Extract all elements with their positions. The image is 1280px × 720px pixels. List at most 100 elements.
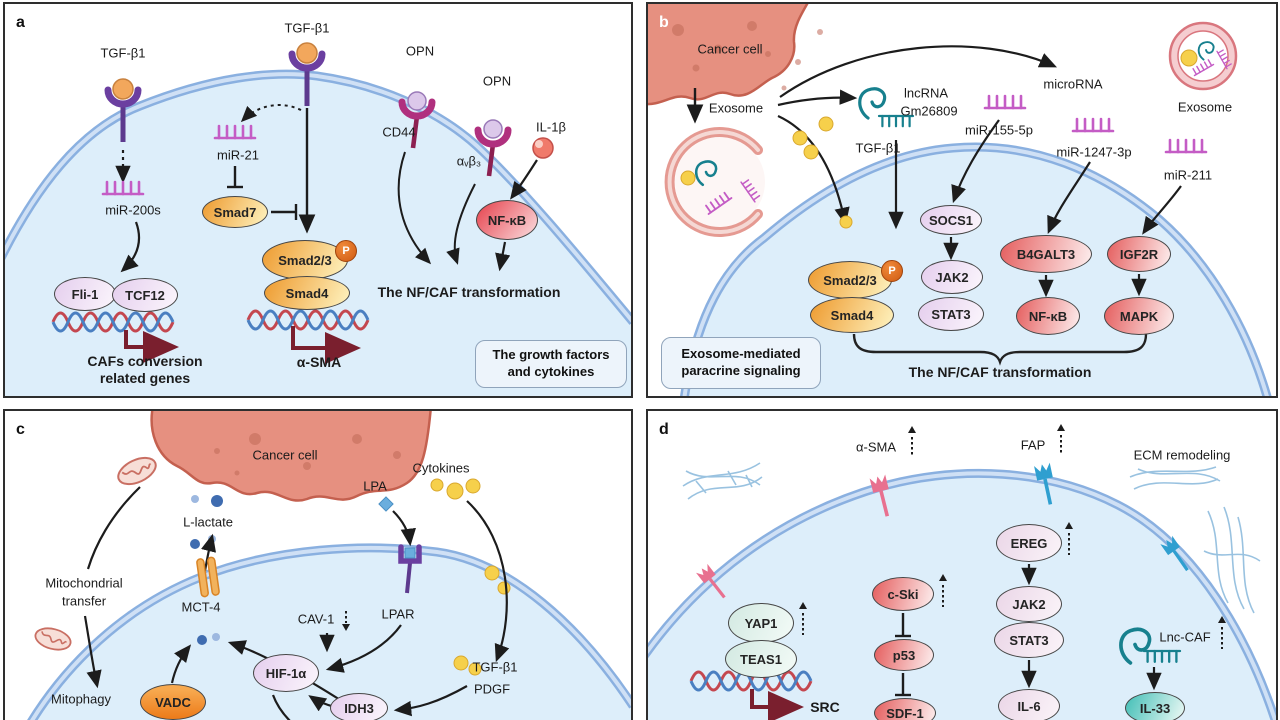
mir211-label: miR-211 — [1163, 167, 1213, 183]
idh3-node: IDH3 — [330, 693, 388, 720]
stat3-node: STAT3 — [918, 297, 984, 331]
cancer-cell-blob — [150, 411, 432, 502]
mapk-node: MAPK — [1104, 297, 1174, 335]
lpar-receptor-icon — [398, 544, 422, 594]
inhibition-bar — [895, 673, 911, 697]
increase-arrow-icon — [1218, 616, 1226, 649]
phospho-badge: P — [881, 260, 903, 282]
vesicle-dots — [792, 116, 853, 229]
arrow — [392, 510, 416, 547]
panel-c-art — [27, 411, 631, 720]
inhibition-bar — [227, 166, 243, 189]
mitophagy-label: Mitophagy — [51, 691, 111, 707]
panel-a: a TGF-β1 TGF-β1 miR-200s miR-21 Smad7 Sm… — [3, 2, 633, 398]
callout-line: Exosome-mediated — [681, 346, 801, 362]
mitochondrion-icon — [113, 451, 161, 491]
nfcaf-label: The NF/CAF transformation — [908, 364, 1092, 380]
ecm-remodeling-label: ECM remodeling — [1133, 447, 1231, 463]
arrow — [1142, 185, 1182, 235]
opn-label: OPN — [405, 43, 435, 59]
arrow — [777, 114, 850, 226]
dna-helix-icon — [689, 670, 813, 692]
arrow — [170, 644, 192, 684]
mirna-comb-icon — [1071, 117, 1115, 133]
cancer-cell-label: Cancer cell — [697, 41, 763, 57]
gene-arrow — [750, 689, 804, 720]
cafs-genes-label: related genes — [99, 370, 191, 386]
arrow — [779, 45, 1058, 98]
cancer-cell-label: Cancer cell — [252, 447, 318, 463]
cancer-cell-blob — [648, 4, 809, 106]
increase-arrow-icon — [799, 602, 807, 635]
lpar-label: LPAR — [381, 606, 415, 622]
arrow — [325, 624, 402, 673]
pdgf-label: PDGF — [473, 681, 511, 697]
opn-label: OPN — [482, 73, 512, 89]
panel-d-art — [648, 424, 1276, 720]
b4galt3-node: B4GALT3 — [1000, 235, 1092, 273]
nfkb-node: NF-κB — [1016, 297, 1080, 335]
nfcaf-label: The NF/CAF transformation — [377, 284, 561, 300]
lnccaf-label: Lnc-CAF — [1159, 629, 1211, 645]
mir21-label: miR-21 — [217, 147, 259, 163]
panel-letter: c — [16, 421, 25, 438]
llactate-label: L-lactate — [183, 514, 233, 530]
cav1-label: CAV-1 — [297, 611, 335, 627]
inhibition-bar — [271, 204, 298, 220]
asma-label: α-SMA — [296, 354, 342, 370]
cell-body — [32, 547, 631, 720]
phospho-badge: P — [335, 240, 357, 262]
arrow — [495, 241, 511, 272]
increase-arrow-icon — [908, 426, 916, 457]
gene-arrow — [291, 326, 361, 364]
exosome-bud — [675, 137, 765, 227]
cargo-dot-icon — [680, 170, 696, 186]
mir1247-label: miR-1247-3p — [1056, 144, 1132, 160]
stat3-node: STAT3 — [994, 622, 1064, 658]
socs1-node: SOCS1 — [920, 205, 982, 235]
microrna-label: microRNA — [1043, 76, 1103, 92]
rna-hairpin-icon — [858, 87, 887, 120]
cancer-cell-dots — [672, 21, 823, 91]
ecm-fibers-icon — [682, 462, 1261, 614]
callout-line: paracrine signaling — [681, 363, 801, 378]
mir200s-label: miR-200s — [105, 202, 161, 218]
il1b-ligand-icon — [532, 137, 554, 159]
arrow — [510, 159, 538, 200]
cd44-label: CD44 — [382, 124, 416, 140]
avb3-label: αᵥβ₃ — [456, 153, 482, 169]
cytokine-dots — [430, 478, 511, 676]
mito-transfer-label: Mitochondrial — [45, 575, 123, 591]
panel-a-art — [5, 4, 631, 396]
sdf1-node: SDF-1 — [874, 698, 936, 720]
panel-letter: b — [659, 14, 669, 31]
lncrna-label: Gm26809 — [900, 103, 958, 119]
arrow — [393, 685, 468, 717]
igf2r-node: IGF2R — [1107, 236, 1171, 272]
panel-letter: d — [659, 421, 669, 438]
dashed-arrow — [240, 104, 302, 123]
mir155-label: miR-155-5p — [965, 122, 1033, 138]
growth-factors-callout: The growth factors and cytokines — [475, 340, 627, 388]
lpa-label: LPA — [363, 478, 387, 494]
arrow — [951, 119, 1000, 204]
increase-arrow-icon — [1057, 424, 1065, 455]
tgfb1-label: TGF-β1 — [100, 45, 146, 61]
brace — [852, 333, 1148, 366]
smad7-node: Smad7 — [202, 196, 268, 228]
src-label: SRC — [810, 699, 840, 715]
il33-node: IL-33 — [1125, 692, 1185, 720]
vadc-node: VADC — [140, 684, 206, 720]
panel-b: b Cancer cell Exosome lncRNA Gm26809 mic… — [646, 2, 1278, 398]
mitochondrion-icon — [32, 623, 74, 655]
cell-body — [648, 473, 1276, 720]
cafs-genes-label: CAFs conversion — [87, 353, 203, 369]
tgfb1-label: TGF-β1 — [284, 20, 330, 36]
gene-arrow — [124, 330, 179, 363]
yap1-node: YAP1 — [728, 603, 794, 643]
panel-letter: a — [16, 14, 25, 31]
inhibition-bar — [895, 613, 911, 638]
arrow — [446, 183, 476, 265]
tgfb1-label: TGF-β1 — [855, 140, 901, 156]
